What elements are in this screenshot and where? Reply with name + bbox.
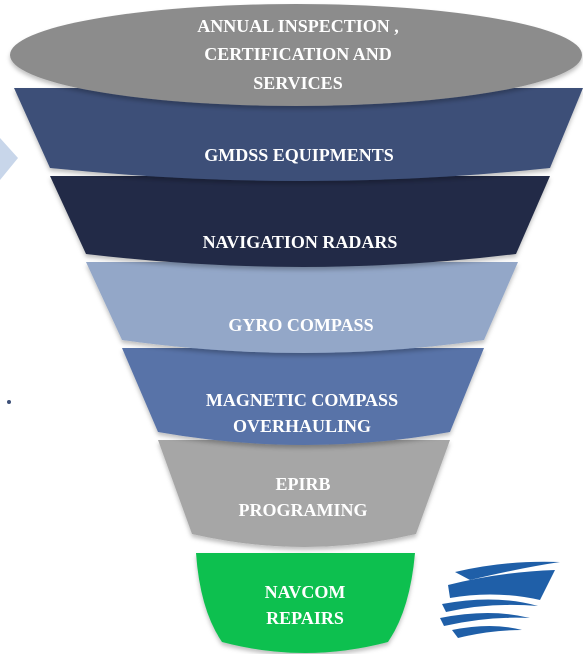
stage-5-line-1: MAGNETIC COMPASS [206, 390, 398, 410]
stage-5-line-2: OVERHAULING [233, 416, 371, 436]
svg-text:PROGRAMING: PROGRAMING [239, 500, 368, 520]
stage-1-line-3: SERVICES [253, 73, 342, 93]
funnel-stage-4: GYRO COMPASS [86, 262, 518, 353]
stage-1-line-1: ANNUAL INSPECTION , [197, 16, 399, 36]
stage-1-line-2: CERTIFICATION AND [204, 44, 392, 64]
funnel-stage-1: ANNUAL INSPECTION , CERTIFICATION AND SE… [10, 4, 582, 106]
svg-text:MAGNETIC COMPASS: MAGNETIC COMPASS [206, 390, 398, 410]
svg-text:GMDSS EQUIPMENTS: GMDSS EQUIPMENTS [204, 145, 394, 165]
svg-text:OVERHAULING: OVERHAULING [233, 416, 371, 436]
svg-text:ANNUAL INSPECTION ,: ANNUAL INSPECTION , [197, 16, 399, 36]
left-dot-decoration [7, 400, 11, 404]
svg-text:GYRO COMPASS: GYRO COMPASS [228, 315, 373, 335]
svg-text:REPAIRS: REPAIRS [266, 608, 344, 628]
svg-text:SERVICES: SERVICES [253, 73, 342, 93]
funnel-stage-3: NAVIGATION RADARS [50, 176, 550, 267]
funnel-stage-2: GMDSS EQUIPMENTS [14, 88, 583, 181]
funnel-stage-7: NAVCOM REPAIRS [196, 553, 415, 653]
stage-2-line-1: GMDSS EQUIPMENTS [204, 145, 394, 165]
svg-text:EPIRB: EPIRB [275, 474, 330, 494]
svg-text:CERTIFICATION AND: CERTIFICATION AND [204, 44, 392, 64]
svg-text:NAVCOM: NAVCOM [265, 582, 346, 602]
stage-3-line-1: NAVIGATION RADARS [203, 232, 398, 252]
stage-7-line-1: NAVCOM [265, 582, 346, 602]
stage-6-line-2: PROGRAMING [239, 500, 368, 520]
stage-4-line-1: GYRO COMPASS [228, 315, 373, 335]
funnel-stage-6: EPIRB PROGRAMING [158, 440, 450, 547]
stage-7-line-2: REPAIRS [266, 608, 344, 628]
svg-text:NAVIGATION RADARS: NAVIGATION RADARS [203, 232, 398, 252]
stage-6-line-1: EPIRB [275, 474, 330, 494]
ship-wave-logo-icon [440, 561, 560, 638]
funnel-stage-5: MAGNETIC COMPASS OVERHAULING [122, 348, 484, 445]
left-arrow-decoration [0, 138, 18, 180]
